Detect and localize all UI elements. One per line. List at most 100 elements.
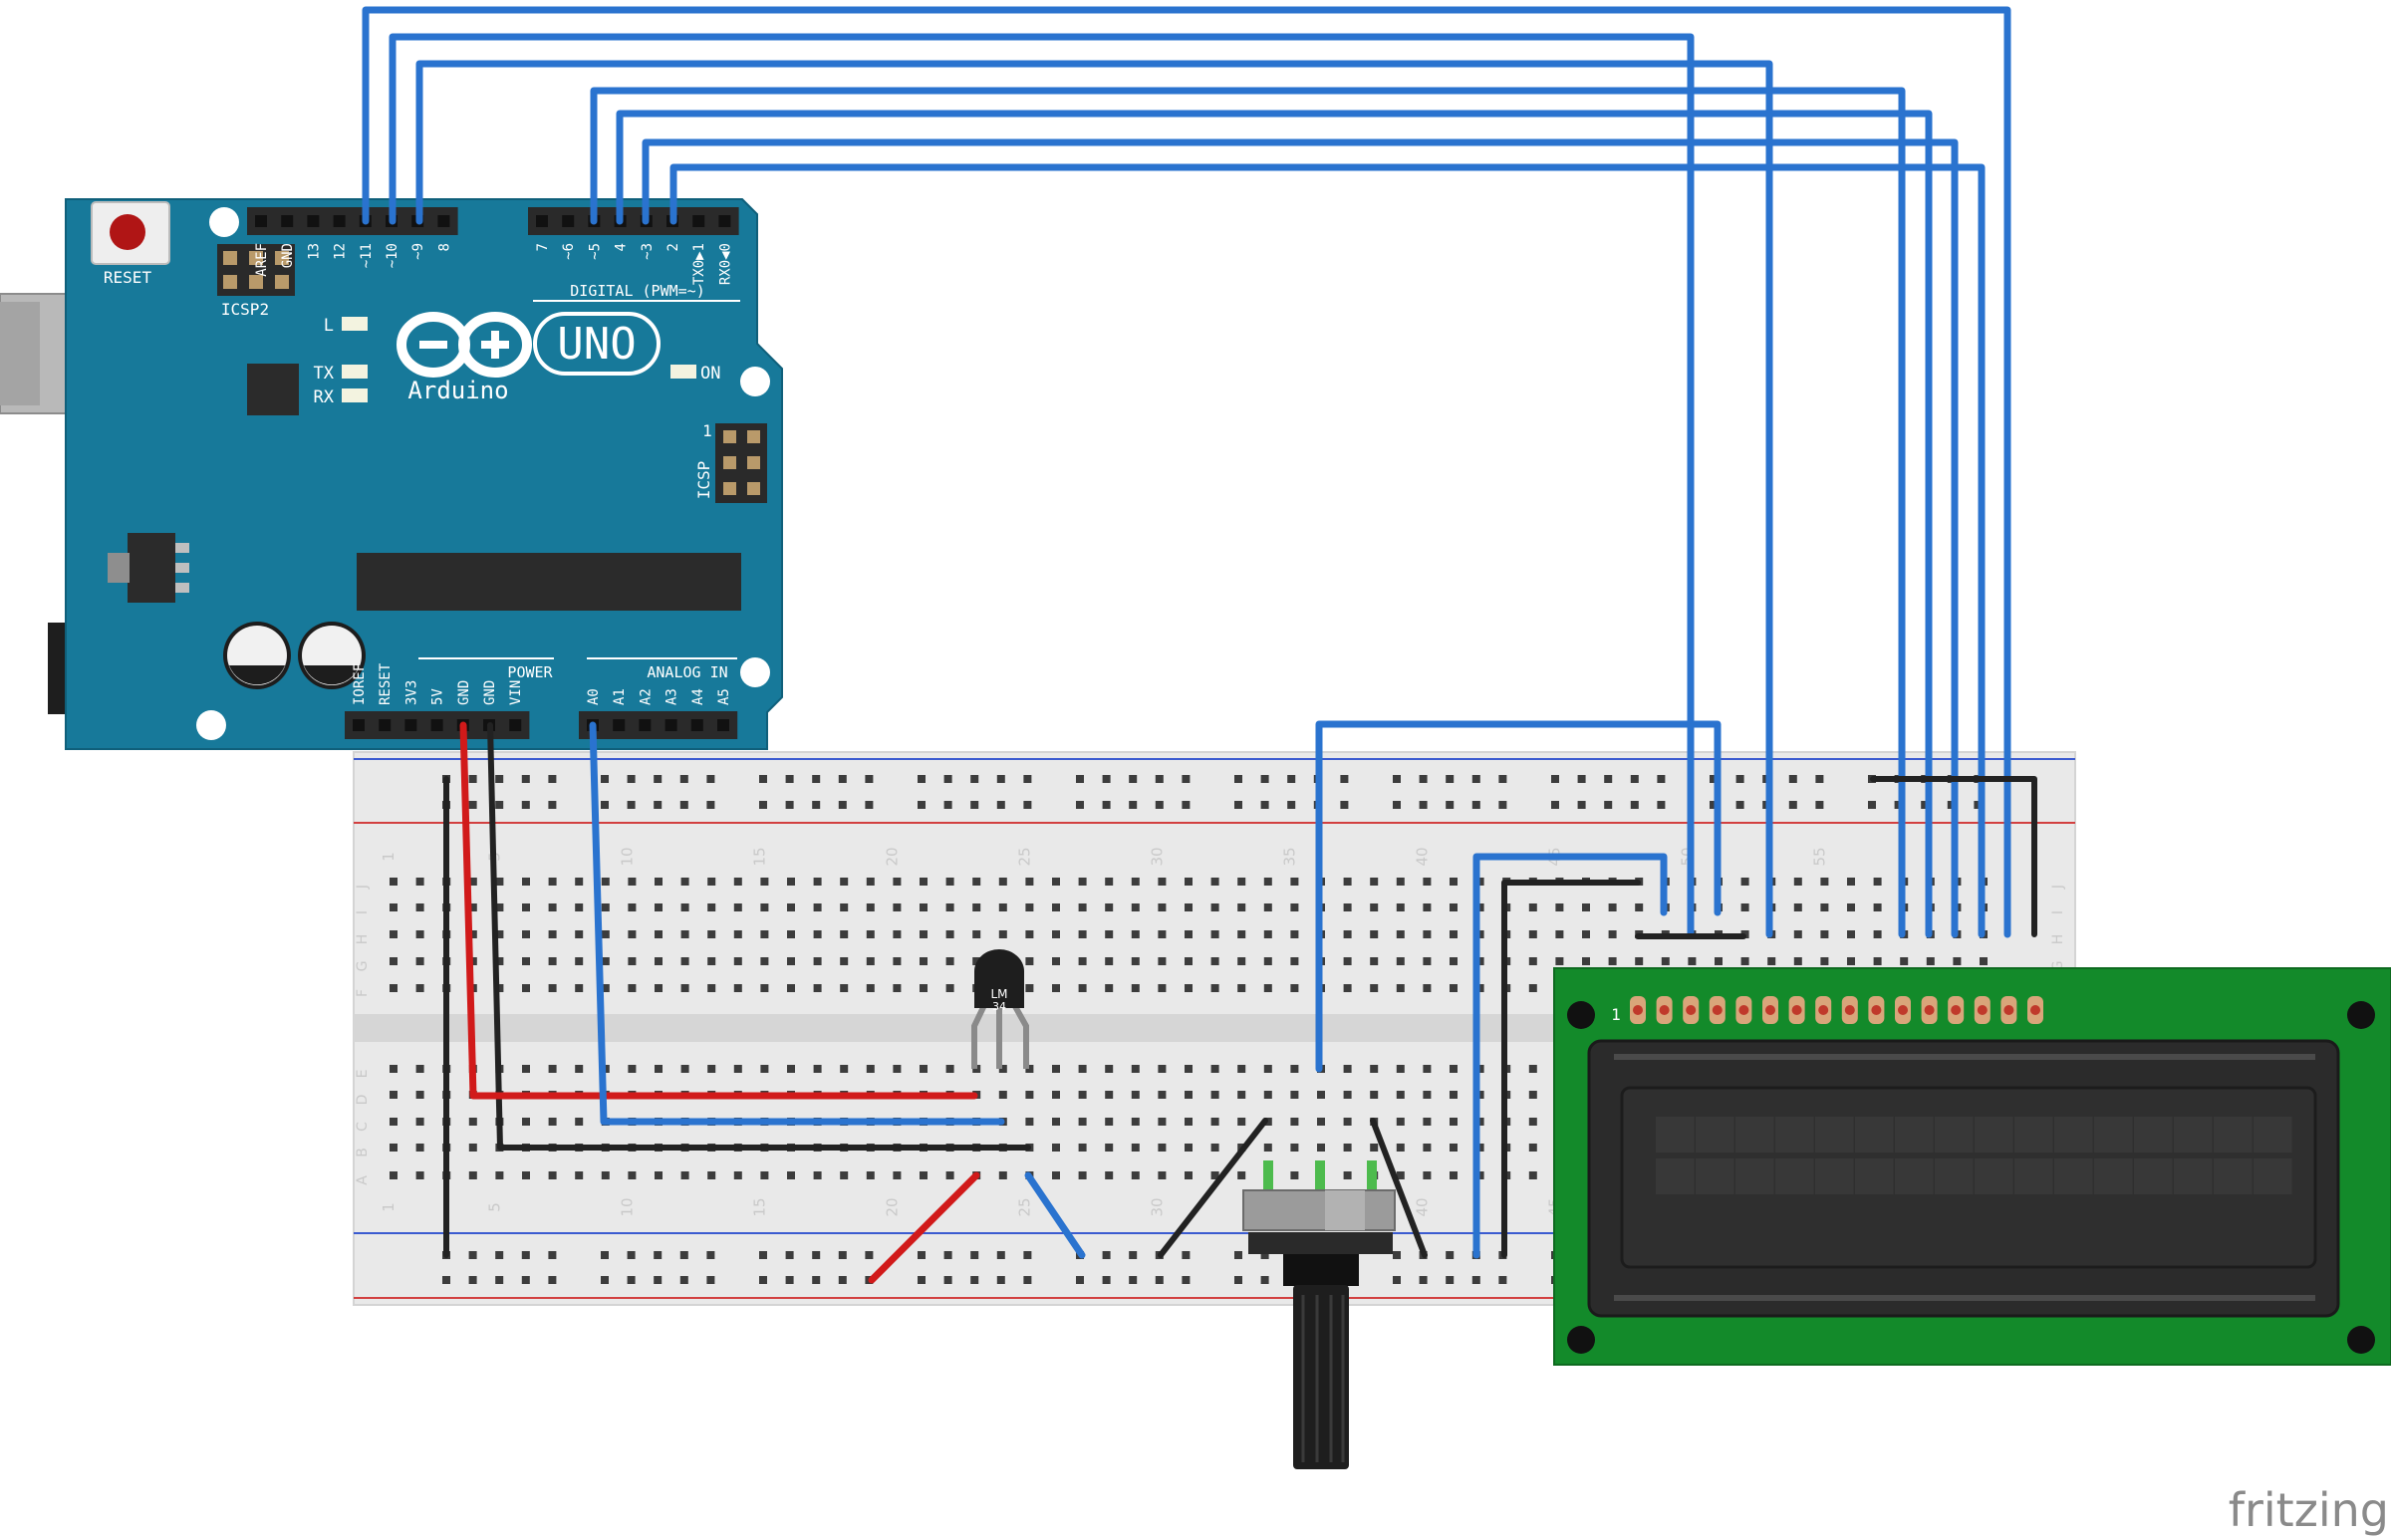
breadboard-hole[interactable] (1105, 1144, 1114, 1152)
rail-hole[interactable] (1657, 775, 1666, 783)
breadboard-hole[interactable] (495, 984, 504, 992)
breadboard-hole[interactable] (1105, 1118, 1114, 1126)
rail-hole[interactable] (1182, 775, 1191, 783)
breadboard-hole[interactable] (1185, 878, 1193, 886)
breadboard-hole[interactable] (468, 878, 477, 886)
breadboard-hole[interactable] (1052, 903, 1060, 911)
breadboard-hole[interactable] (1555, 957, 1564, 965)
breadboard-hole[interactable] (601, 878, 610, 886)
rail-hole[interactable] (679, 1251, 688, 1259)
wire-arduino-5v[interactable] (459, 721, 978, 1100)
rail-hole[interactable] (1182, 1251, 1191, 1259)
breadboard-hole[interactable] (628, 930, 637, 938)
breadboard-hole[interactable] (1052, 1118, 1060, 1126)
breadboard-hole[interactable] (1078, 957, 1087, 965)
rail-hole[interactable] (812, 1251, 821, 1259)
breadboard-hole[interactable] (548, 1065, 557, 1073)
rail-hole[interactable] (1023, 775, 1032, 783)
breadboard-hole[interactable] (1900, 957, 1909, 965)
breadboard-hole[interactable] (707, 930, 716, 938)
breadboard-hole[interactable] (1555, 903, 1564, 911)
header-pin[interactable] (509, 719, 522, 731)
breadboard-hole[interactable] (1185, 1144, 1193, 1152)
breadboard-hole[interactable] (1263, 957, 1272, 965)
breadboard-hole[interactable] (840, 878, 849, 886)
breadboard-hole[interactable] (1793, 957, 1802, 965)
rail-hole[interactable] (1129, 801, 1138, 809)
breadboard-hole[interactable] (390, 878, 398, 886)
breadboard-hole[interactable] (998, 1171, 1007, 1179)
breadboard-hole[interactable] (468, 1171, 477, 1179)
rail-hole[interactable] (1129, 1276, 1138, 1284)
wire-gnd-rail[interactable] (1870, 776, 2037, 937)
rail-hole[interactable] (1471, 801, 1480, 809)
breadboard-hole[interactable] (1343, 957, 1352, 965)
breadboard-hole[interactable] (1237, 984, 1246, 992)
breadboard-hole[interactable] (813, 1171, 822, 1179)
rail-hole[interactable] (1102, 1276, 1111, 1284)
breadboard-hole[interactable] (707, 903, 716, 911)
rail-hole[interactable] (1155, 801, 1164, 809)
breadboard-hole[interactable] (866, 930, 875, 938)
breadboard-hole[interactable] (1078, 984, 1087, 992)
rail-hole[interactable] (1234, 801, 1242, 809)
wire-pot-wiper[interactable] (1315, 720, 1722, 1073)
breadboard-hole[interactable] (707, 957, 716, 965)
breadboard-hole[interactable] (1131, 957, 1140, 965)
breadboard-hole[interactable] (1317, 1118, 1325, 1126)
rail-hole[interactable] (1234, 775, 1242, 783)
breadboard-hole[interactable] (972, 878, 981, 886)
breadboard-hole[interactable] (998, 930, 1007, 938)
rail-hole[interactable] (521, 801, 530, 809)
breadboard-hole[interactable] (1105, 1065, 1114, 1073)
rail-hole[interactable] (706, 1251, 715, 1259)
breadboard-hole[interactable] (945, 1065, 954, 1073)
breadboard-hole[interactable] (1423, 1171, 1432, 1179)
rail-hole[interactable] (812, 801, 821, 809)
breadboard-hole[interactable] (628, 878, 637, 886)
breadboard-hole[interactable] (415, 878, 424, 886)
rail-hole[interactable] (1393, 801, 1401, 809)
breadboard-hole[interactable] (1237, 1065, 1246, 1073)
header-pin[interactable] (664, 719, 677, 731)
wire-d2[interactable] (669, 163, 1986, 938)
breadboard-hole[interactable] (1052, 984, 1060, 992)
rail-hole[interactable] (601, 801, 609, 809)
breadboard-hole[interactable] (390, 930, 398, 938)
rail-hole[interactable] (1630, 775, 1639, 783)
breadboard-hole[interactable] (1210, 984, 1219, 992)
rail-hole[interactable] (601, 775, 609, 783)
breadboard-hole[interactable] (415, 1144, 424, 1152)
breadboard-hole[interactable] (655, 1065, 663, 1073)
breadboard-hole[interactable] (787, 878, 795, 886)
breadboard-hole[interactable] (468, 1144, 477, 1152)
breadboard-hole[interactable] (1210, 1144, 1219, 1152)
rail-hole[interactable] (1182, 801, 1191, 809)
breadboard-hole[interactable] (1926, 957, 1935, 965)
breadboard-hole[interactable] (1396, 1065, 1405, 1073)
rail-hole[interactable] (970, 801, 979, 809)
breadboard-hole[interactable] (628, 957, 637, 965)
rail-hole[interactable] (548, 1276, 557, 1284)
breadboard-hole[interactable] (601, 930, 610, 938)
breadboard-hole[interactable] (1290, 1065, 1299, 1073)
rail-hole[interactable] (1657, 801, 1666, 809)
breadboard-hole[interactable] (733, 930, 742, 938)
breadboard-hole[interactable] (1237, 1118, 1246, 1126)
rail-hole[interactable] (918, 775, 926, 783)
rail-hole[interactable] (627, 775, 636, 783)
breadboard-hole[interactable] (1263, 903, 1272, 911)
header-pin[interactable] (717, 719, 729, 731)
breadboard-hole[interactable] (1078, 1065, 1087, 1073)
breadboard-hole[interactable] (1475, 1118, 1484, 1126)
breadboard-hole[interactable] (760, 1171, 769, 1179)
breadboard-hole[interactable] (893, 1065, 902, 1073)
breadboard-hole[interactable] (495, 903, 504, 911)
breadboard-hole[interactable] (1847, 957, 1855, 965)
breadboard-hole[interactable] (1025, 930, 1034, 938)
breadboard-hole[interactable] (1980, 957, 1988, 965)
breadboard-hole[interactable] (390, 957, 398, 965)
breadboard-hole[interactable] (760, 1065, 769, 1073)
breadboard-hole[interactable] (1105, 878, 1114, 886)
breadboard-hole[interactable] (1185, 984, 1193, 992)
